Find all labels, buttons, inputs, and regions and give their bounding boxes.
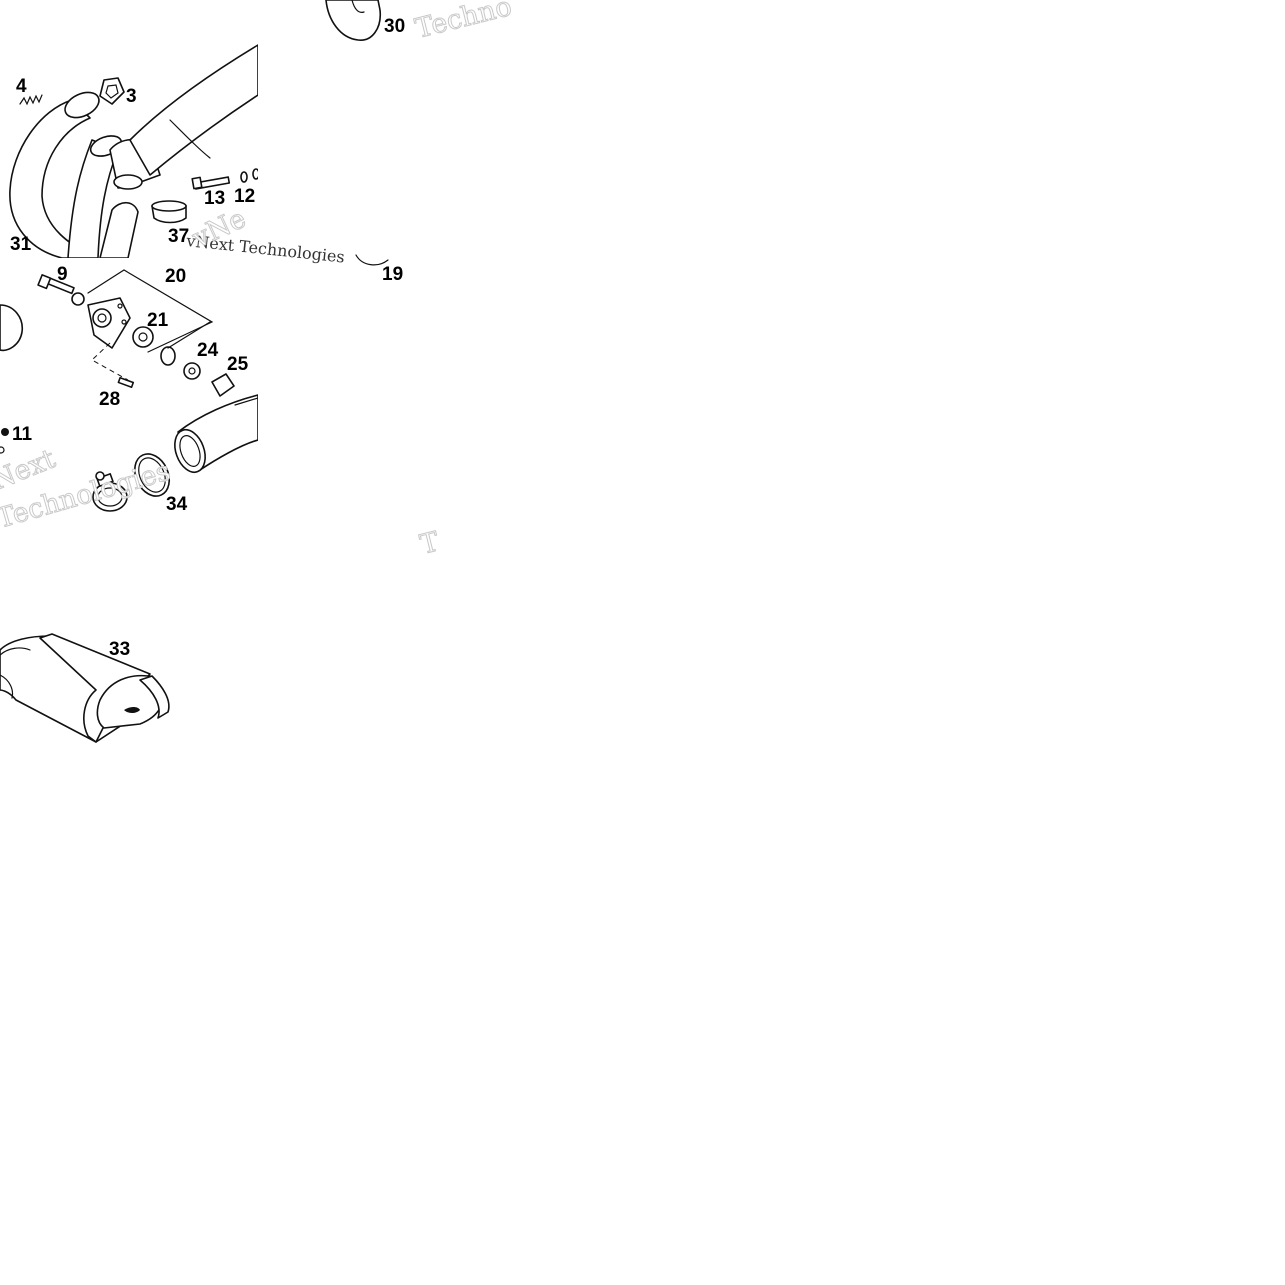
bolt-part-13 bbox=[191, 176, 231, 190]
watermark-text: Techno bbox=[412, 0, 515, 45]
grommet-part-21 bbox=[132, 326, 154, 348]
bolt-part-9 bbox=[37, 274, 75, 295]
clip-nut-part-25 bbox=[211, 373, 235, 397]
spring-part-4 bbox=[19, 94, 43, 106]
callout-label: 34 bbox=[166, 494, 188, 515]
washer-part-24 bbox=[183, 362, 201, 380]
header-pipe-assembly bbox=[9, 44, 258, 258]
mounting-bracket-assembly bbox=[0, 269, 258, 512]
front-pipe bbox=[67, 139, 119, 258]
spacer-part bbox=[160, 346, 176, 366]
callout-label: 13 bbox=[204, 188, 225, 209]
callout-label: 3 bbox=[126, 86, 137, 107]
lower-pipe bbox=[99, 201, 139, 258]
hose-clamp bbox=[92, 471, 128, 512]
callout-label: 25 bbox=[227, 354, 249, 375]
header-pipe-part-31 bbox=[9, 99, 97, 258]
callout-label: 28 bbox=[99, 389, 120, 410]
callout-label: 30 bbox=[384, 16, 405, 37]
callout-label: 37 bbox=[168, 226, 189, 247]
callout-label: 12 bbox=[234, 186, 255, 207]
muffler-part-33 bbox=[0, 633, 170, 743]
muffler-bracket-part-30 bbox=[325, 0, 382, 41]
callout-label: 4 bbox=[16, 76, 27, 97]
callout-label: 11 bbox=[12, 424, 33, 445]
watermark-text: T bbox=[417, 526, 442, 560]
washer-part-9 bbox=[71, 292, 85, 306]
nut-part-11 bbox=[1, 428, 9, 436]
screw-part-28 bbox=[117, 376, 135, 389]
sealing-ring-part-34 bbox=[133, 453, 171, 497]
muffler-body-top bbox=[129, 44, 258, 176]
callout-label: 19 bbox=[382, 264, 403, 285]
callout-label: 20 bbox=[165, 266, 186, 287]
callout-label: 31 bbox=[10, 234, 32, 255]
gasket-part-3 bbox=[99, 77, 125, 105]
header-pipe-flange bbox=[64, 91, 100, 119]
callout-label: 24 bbox=[197, 340, 219, 361]
callout-label: 21 bbox=[147, 310, 169, 331]
pipe-end-part-19 bbox=[355, 254, 389, 266]
callout-label: 9 bbox=[57, 264, 68, 285]
washer-part-12 bbox=[240, 171, 248, 183]
callout-label: 33 bbox=[109, 639, 130, 660]
